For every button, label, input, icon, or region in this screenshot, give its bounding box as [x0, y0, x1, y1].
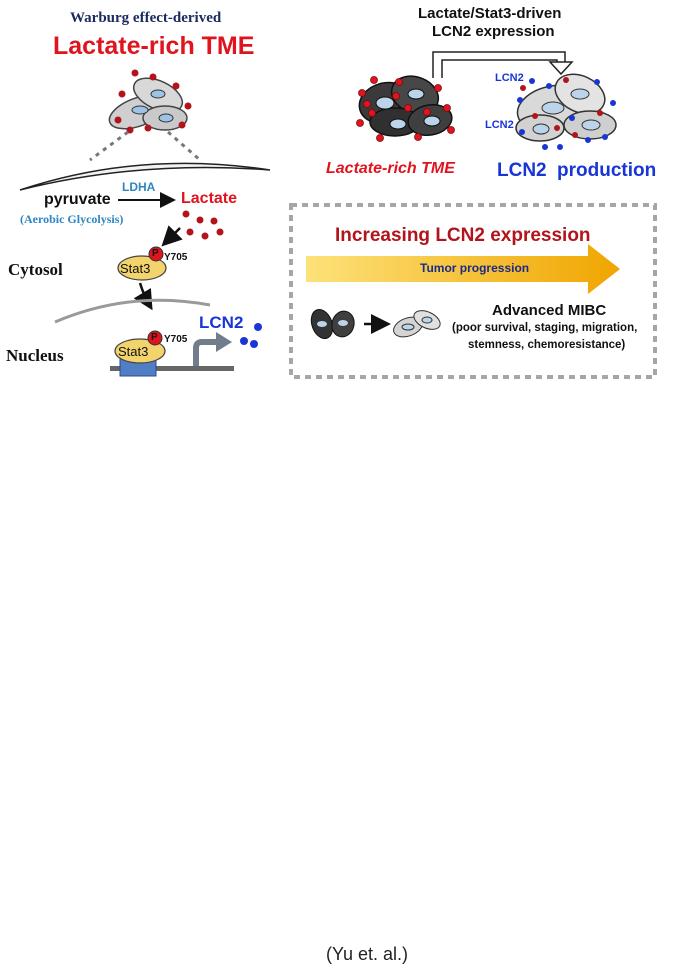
- label-y705-cytosol: Y705: [164, 252, 188, 263]
- dark-cells-small: [310, 308, 355, 340]
- nuclear-envelope: [54, 298, 211, 324]
- cell-membrane: [19, 162, 271, 191]
- expression-bent-arrow: [432, 51, 566, 78]
- label-lactate: Lactate: [181, 190, 238, 207]
- progression-arrow: [306, 244, 620, 294]
- label-p-cytosol: P: [152, 248, 159, 259]
- phospho-nucleus-shape: [147, 330, 163, 346]
- lcn2-dots-nucleus: [240, 323, 262, 348]
- label-p-nucleus: P: [151, 332, 158, 343]
- mibc-title: Advanced MIBC: [492, 302, 607, 319]
- label-pyruvate: pyruvate: [44, 191, 111, 208]
- header-line2: LCN2 expression: [432, 23, 555, 40]
- expression-arrowhead: [548, 61, 574, 76]
- lactate-dots-cytosol: [182, 210, 224, 240]
- light-cells-small: [393, 310, 441, 338]
- zoom-line-left: [89, 130, 129, 162]
- zoom-line-right: [167, 130, 201, 162]
- lcn2-tag-upper: LCN2: [495, 72, 524, 84]
- lactate-dots-top: [114, 69, 192, 134]
- label-ldha: LDHA: [122, 180, 156, 194]
- left-subtitle: Warburg effect-derived: [70, 10, 222, 26]
- production-lcn2: LCN2: [497, 160, 547, 181]
- arrow-label: Tumor progression: [420, 261, 530, 275]
- transcription-arrowhead: [216, 332, 232, 352]
- citation-caption: (Yu et. al.): [326, 944, 409, 964]
- stat3-cytosol-shape: [117, 255, 167, 281]
- label-y705-nucleus: Y705: [164, 334, 188, 345]
- mibc-line1: (poor survival, staging, migration,: [452, 322, 638, 334]
- production-word: production: [557, 160, 657, 181]
- phospho-cytosol-shape: [148, 246, 164, 262]
- label-aerobic-glycolysis: (Aerobic Glycolysis): [20, 212, 124, 226]
- tme-label: Lactate-rich TME: [326, 160, 455, 177]
- label-nucleus: Nucleus: [6, 346, 64, 365]
- translocation-arrow: [133, 282, 153, 311]
- dna-line: [110, 366, 234, 371]
- dark-cell-cluster: [358, 75, 453, 137]
- mibc-line2: stemness, chemoresistance): [468, 339, 626, 351]
- progression-box: [289, 203, 657, 379]
- lcn2-dots-light-cluster: [517, 78, 616, 150]
- label-stat3-cytosol: Stat3: [120, 261, 151, 276]
- top-cell-cluster: [108, 77, 188, 131]
- lcn2-tag-lower: LCN2: [485, 119, 514, 131]
- transcription-arrow: [193, 339, 218, 366]
- label-lcn2-nucleus: LCN2: [199, 313, 244, 332]
- lactate-to-stat3-arrow: [161, 225, 183, 247]
- label-stat3-nucleus: Stat3: [118, 344, 149, 359]
- header-line1: Lactate/Stat3-driven: [418, 5, 562, 22]
- lactate-dots-dark-cluster: [356, 76, 455, 142]
- left-title: Lactate-rich TME: [53, 32, 255, 60]
- expression-bent-arrow-inner: [441, 59, 558, 78]
- lactate-dots-light-cluster: [520, 77, 603, 138]
- label-cytosol: Cytosol: [8, 260, 63, 279]
- box-title: Increasing LCN2 expression: [335, 225, 591, 246]
